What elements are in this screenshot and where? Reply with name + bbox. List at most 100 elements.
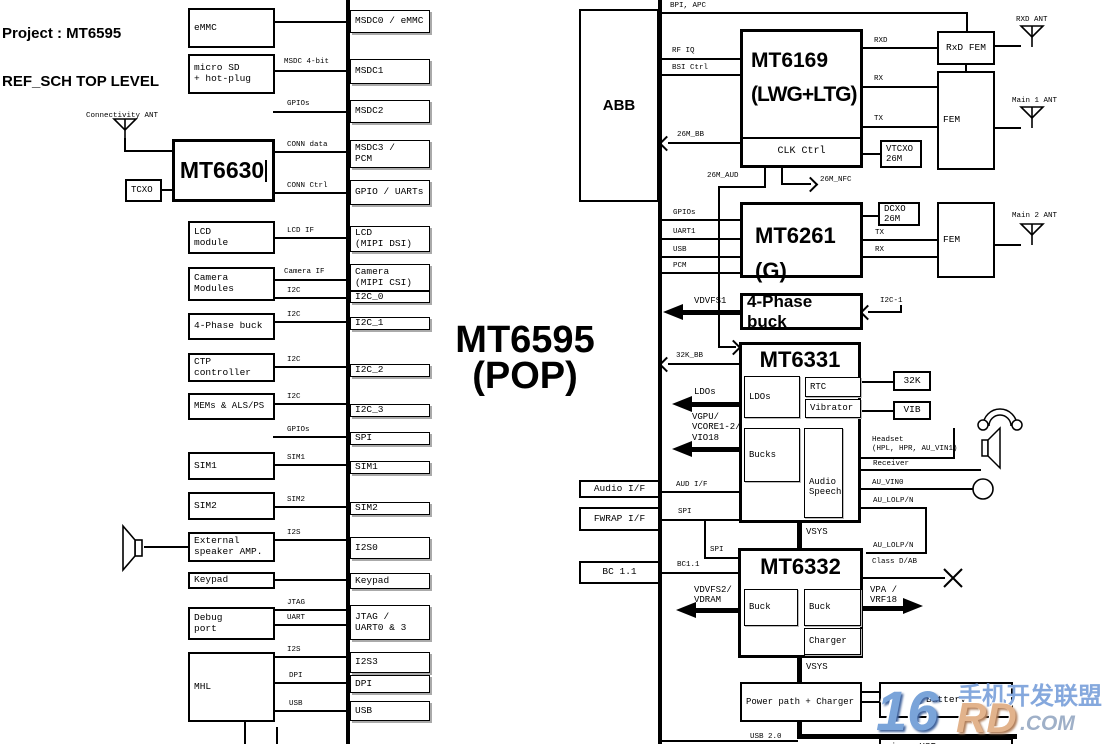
wire <box>995 244 1021 246</box>
mt6331-audio-label: Audio Speech <box>809 477 842 498</box>
cursor-artifact <box>265 159 268 182</box>
label-tx2: TX <box>875 229 885 237</box>
wire <box>275 21 346 23</box>
wire <box>863 153 880 155</box>
label-vdvfs1: VDVFS1 <box>694 296 727 306</box>
label-usb: USB <box>289 700 303 708</box>
fwrap-if-box: FWRAP I/F <box>579 507 660 531</box>
sim2-label: SIM2 <box>194 499 217 511</box>
wire <box>275 403 346 405</box>
mt6630-box: MT6630 <box>172 139 275 202</box>
sim1-box: SIM1 <box>188 452 275 480</box>
clk-ctrl-label: CLK Ctrl <box>777 146 826 158</box>
label-usb20: USB 2.0 <box>750 733 782 741</box>
label-headset: Headset (HPL, HPR, AU_VIN1) <box>872 436 958 453</box>
if-msdc2-label: MSDC2 <box>355 105 384 117</box>
wire <box>275 710 346 712</box>
speaker-icon <box>122 523 143 573</box>
32k-label: 32K <box>903 374 921 386</box>
label-main2-ant: Main 2 ANT <box>1012 212 1058 220</box>
power-arrow-vdvfs1 <box>681 310 740 315</box>
label-i2s-a: I2S <box>287 529 301 537</box>
wire <box>275 366 346 368</box>
micro-usb-label: micro USB <box>885 741 936 744</box>
ctp-label: CTP controller <box>194 355 252 378</box>
if-sim2: SIM2 <box>350 502 430 515</box>
label-vsys1: VSYS <box>806 527 828 537</box>
label-vgpu: VGPU/ VCORE1-2/ VIO18 <box>692 412 741 443</box>
chip-bus-left <box>346 0 350 744</box>
label-receiver: Receiver <box>873 460 910 468</box>
if-i2c0-label: I2C_0 <box>355 290 384 302</box>
emmc-label: eMMC <box>194 21 217 33</box>
label-lcd-if: LCD IF <box>287 227 315 235</box>
label-vdvfs2: VDVFS2/ VDRAM <box>694 585 732 606</box>
mt6331-ldos-box: LDOs <box>744 376 800 418</box>
wire-usb20 <box>797 734 1017 739</box>
arrowhead <box>903 598 923 614</box>
if-dpi-label: DPI <box>355 677 373 689</box>
wire-bsi <box>662 74 740 76</box>
connectivity-antenna-icon <box>112 118 138 140</box>
main2-antenna-icon <box>1019 223 1045 245</box>
label-gpios1: GPIOs <box>287 100 310 108</box>
power-arrow-vgpu <box>690 447 740 452</box>
label-rx: RX <box>874 75 884 83</box>
wire-usb20 <box>662 740 798 742</box>
micro-usb-box: micro USB <box>879 738 1013 744</box>
audio-if-label: Audio I/F <box>593 482 646 494</box>
wire-headset <box>953 428 955 458</box>
if-msdc3-label: MSDC3 / PCM <box>355 142 395 164</box>
abb-box: ABB <box>579 9 659 202</box>
wire <box>275 682 346 684</box>
arrowhead <box>676 602 696 618</box>
wire-spi <box>704 557 738 559</box>
label-au-lolp2: AU_LOLP/N <box>873 542 914 550</box>
if-i2s3: I2S3 <box>350 652 430 673</box>
mt6332-buck1-label: Buck <box>749 602 771 613</box>
arrowhead <box>802 176 819 193</box>
if-i2c1-label: I2C_1 <box>355 317 384 329</box>
wire <box>275 237 346 239</box>
micro-sd-box: micro SD + hot-plug <box>188 54 275 94</box>
emmc-box: eMMC <box>188 8 275 48</box>
wire-spi <box>704 519 706 559</box>
wire <box>900 305 902 313</box>
mhl-label: MHL <box>194 680 212 692</box>
main1-antenna-icon <box>1019 106 1045 128</box>
mt6169-title: MT6169 (LWG+LTG) <box>751 48 858 106</box>
32k-box: 32K <box>893 371 931 391</box>
label-i2s-b: I2S <box>287 646 301 654</box>
mems-box: MEMs & ALS/PS <box>188 393 275 420</box>
wire-usb20 <box>797 722 802 736</box>
label-vsys2: VSYS <box>806 662 828 672</box>
label-connectivity-ant: Connectivity ANT <box>86 112 159 120</box>
mems-label: MEMs & ALS/PS <box>194 401 265 412</box>
vib-label: VIB <box>903 404 921 416</box>
debug-port-label: Debug port <box>194 611 223 634</box>
wire-rf-iq <box>662 58 740 60</box>
wire-uart1 <box>662 238 740 240</box>
4phase-buck-left-label: 4-Phase buck <box>194 320 263 332</box>
headset-icon <box>977 408 1023 431</box>
label-ldos-arrow: LDOs <box>694 387 716 397</box>
wire <box>275 321 346 323</box>
wire <box>273 436 346 438</box>
mt6332-buck1-box: Buck <box>744 589 798 626</box>
if-i2c2: I2C_2 <box>350 364 430 377</box>
label-spi2: SPI <box>710 546 724 554</box>
wire <box>275 70 346 72</box>
if-msdc1: MSDC1 <box>350 59 430 84</box>
wire-class-dab <box>863 577 945 579</box>
if-sim1-label: SIM1 <box>355 461 378 473</box>
debug-port-box: Debug port <box>188 607 275 640</box>
label-conn-data: CONN data <box>287 141 328 149</box>
label-rx2: RX <box>875 246 885 254</box>
wire-i2c-1 <box>868 311 902 313</box>
label-vpa: VPA / VRF18 <box>870 585 898 606</box>
wire-tx <box>863 126 937 128</box>
if-jtag: JTAG / UART0 & 3 <box>350 605 430 640</box>
label-pcm: PCM <box>673 262 687 270</box>
label-camera-if: Camera IF <box>284 268 325 276</box>
if-camera: Camera (MIPI CSI) <box>350 264 430 291</box>
